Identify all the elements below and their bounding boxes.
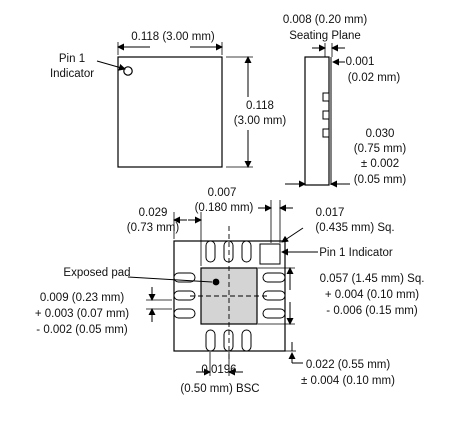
corner-mm: (0.435 mm) Sq. [315,222,394,234]
lead-len-mm: (0.73 mm) [127,222,180,234]
pitch-mm: (0.50 mm) BSC [180,383,259,395]
lead-len-in: 0.029 [139,207,168,219]
lead-bottom-3 [241,329,252,352]
pin1-dot-icon [123,66,133,76]
side-lead-3 [322,128,330,138]
pad-size-2: + 0.004 (0.10 mm) [325,289,419,301]
top-view-package-outline [117,56,223,168]
pad-size-3: - 0.006 (0.15 mm) [326,305,418,317]
top-height-label-mm: (3.00 mm) [234,115,287,127]
top-view: 0.118 (3.00 mm) 0.118 (3.00 mm) Pin 1 In… [50,31,287,168]
edge-2: ± 0.004 (0.10 mm) [301,375,395,387]
seating-label-2: Seating Plane [289,30,361,42]
side-height-tol-mm: (0.05 mm) [354,174,407,186]
side-view-body [304,56,330,186]
side-height-mm: (0.75 mm) [354,143,407,155]
side-height-tol-in: ± 0.002 [361,158,399,170]
pin1-label-line2: Indicator [50,68,94,80]
gap-2: + 0.003 (0.07 mm) [35,308,129,320]
exposed-pad-leader [127,276,213,283]
side-lead-1 [322,92,330,102]
top-height-label-in: 0.118 [246,100,274,112]
edge-1: 0.022 (0.55 mm) [306,359,391,371]
pad-size-1: 0.057 (1.45 mm) Sq. [320,273,425,285]
top-width-label: 0.118 (3.00 mm) [131,31,215,43]
bottom-view: 0.007 (0.180 mm) 0.029 (0.73 mm) 0.017 (… [35,187,425,395]
corner-in: 0.017 [316,207,345,219]
pin1-leader [96,60,126,71]
standoff-label-in: 0.001 [346,56,375,68]
bottom-pin1-label: Pin 1 Indicator [319,247,393,259]
corner-leader [281,227,304,243]
lead-top-2 [223,240,234,263]
gap-3: - 0.002 (0.05 mm) [36,324,128,336]
exposed-pad-label: Exposed pad [63,267,130,279]
lead-width-mm: (0.180 mm) [195,202,254,214]
seating-label-1: 0.008 (0.20 mm) [283,14,368,26]
lead-right-1 [262,272,286,283]
lead-bottom-1 [205,329,216,352]
side-height-in: 0.030 [366,128,395,140]
lead-width-in: 0.007 [208,187,237,199]
lead-right-3 [262,308,286,319]
lead-left-3 [173,308,196,319]
lead-right-2 [262,290,286,301]
lead-bottom-2 [223,329,234,352]
lead-left-2 [173,290,196,301]
pitch-in: 0.0196 [201,364,236,376]
standoff-label-mm: (0.02 mm) [348,72,401,84]
pin1-label-line1: Pin 1 [59,53,85,65]
side-lead-2 [322,110,330,120]
lead-top-3 [241,240,252,263]
lead-top-1 [205,240,216,263]
exposed-pad-marker-dot [212,278,220,286]
side-view: 0.008 (0.20 mm) Seating Plane 0.001 (0.0… [283,14,407,188]
pin1-corner-square [259,243,281,265]
gap-1: 0.009 (0.23 mm) [40,292,125,304]
